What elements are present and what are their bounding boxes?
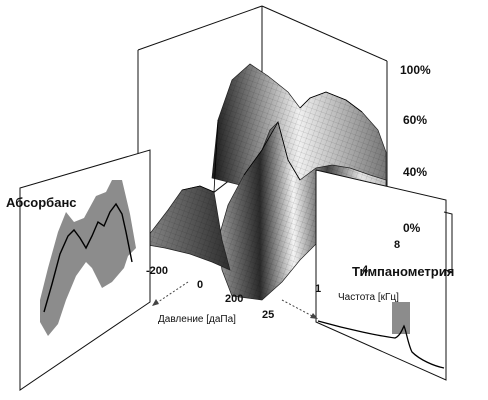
frequency-tick-1: 1 <box>315 283 321 295</box>
absorbance-frame <box>19 149 151 391</box>
frequency-tick-4: 4 <box>362 264 369 276</box>
tympanometry-band <box>392 302 410 334</box>
frequency-arrow-head <box>310 313 318 319</box>
absorbance-curve <box>43 202 133 313</box>
percent-tick-40: 40% <box>403 165 427 179</box>
pressure-arrow <box>151 281 189 307</box>
percent-bracket <box>443 211 453 273</box>
percent-tick-100: 100% <box>400 63 431 77</box>
surface-ridges <box>181 91 363 193</box>
absorbance-panel <box>19 149 151 391</box>
percent-tick-60: 60% <box>403 113 427 127</box>
tympanometry-curve <box>317 320 445 369</box>
absorbance-band <box>40 180 136 336</box>
pressure-arrow-head <box>152 299 159 306</box>
pressure-tick-0: 0 <box>197 279 203 291</box>
surface-floor-mesh <box>142 186 230 270</box>
pressure-tick-minus200: -200 <box>146 265 168 277</box>
tympanometry-frame <box>315 169 447 381</box>
absorbance-label: Абсорбанс <box>6 195 77 210</box>
frequency-tick-25: 25 <box>262 309 274 321</box>
frequency-axis-label: Частота [кГц] <box>338 292 399 303</box>
surface-front-mesh <box>218 122 386 300</box>
percent-tick-0: 0% <box>403 221 421 235</box>
frequency-arrow <box>281 299 317 319</box>
tympanometry-label: Тимпанометрия <box>352 264 454 279</box>
pressure-axis-label: Давление [даПа] <box>158 314 236 325</box>
tympanometry-panel <box>315 169 447 381</box>
frequency-tick-8: 8 <box>394 239 400 251</box>
pressure-tick-200: 200 <box>225 293 243 305</box>
